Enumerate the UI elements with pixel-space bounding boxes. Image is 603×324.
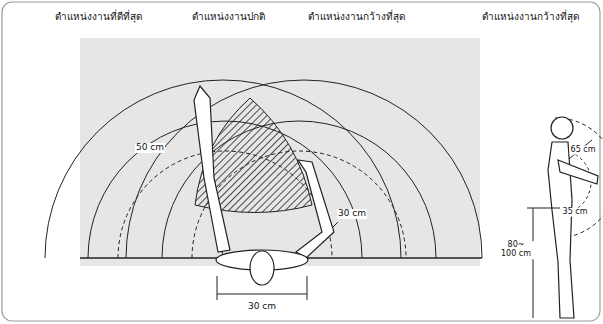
area-title: ตำแหน่งงานปกติ xyxy=(192,11,265,22)
dimension-label: 35 cm xyxy=(562,208,589,217)
area-title: ตำแหน่งงานกว้างที่สุด xyxy=(482,11,579,22)
side-view-person xyxy=(548,117,598,318)
dimension-label: 80~ 100 cm xyxy=(498,241,534,259)
area-title: ตำแหน่งงานกว้างที่สุด xyxy=(308,11,405,22)
reach-arcs xyxy=(45,80,482,258)
dimension-label: 65 cm xyxy=(570,146,597,155)
dimension-label: 30 cm xyxy=(247,302,277,312)
dimension-label: 30 cm xyxy=(337,209,367,219)
dimension-label: 50 cm xyxy=(135,143,165,153)
height-dimension xyxy=(527,208,560,318)
width-dimension xyxy=(217,276,307,300)
outer-frame xyxy=(2,2,600,321)
illustration-ground xyxy=(80,38,480,266)
area-title: ตำแหน่งงานที่ดีที่สุด xyxy=(55,11,142,22)
top-view-person xyxy=(194,86,334,285)
